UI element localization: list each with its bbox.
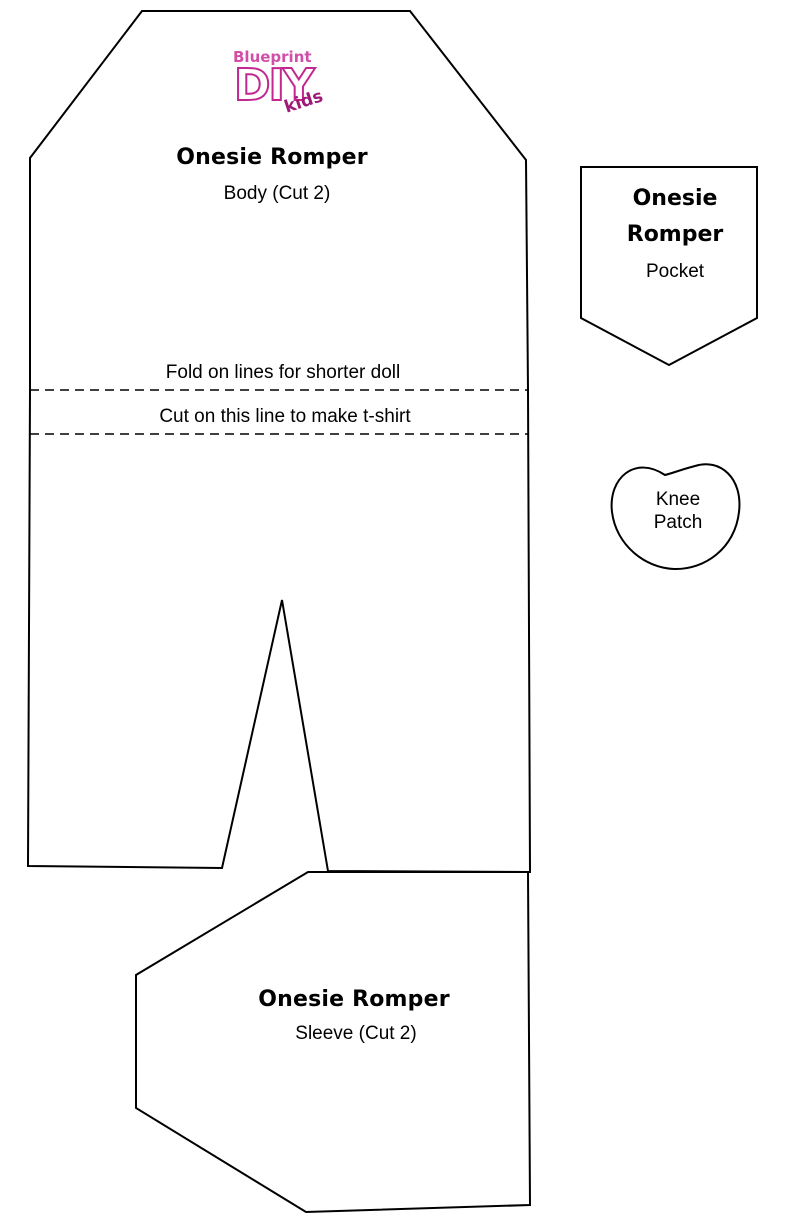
pocket-title: Onesie Romper bbox=[626, 186, 724, 247]
pocket-subtitle: Pocket bbox=[645, 261, 705, 282]
cut-instruction: Cut on this line to make t-shirt bbox=[159, 406, 411, 427]
logo-diy-text: DIY bbox=[233, 59, 316, 112]
knee-patch-label-line2: Patch bbox=[653, 512, 703, 533]
body-piece-subtitle: Body (Cut 2) bbox=[223, 183, 331, 204]
pocket-outline bbox=[580, 166, 758, 367]
sleeve-outline bbox=[135, 871, 532, 1214]
sleeve-piece-title: Onesie Romper bbox=[258, 987, 450, 1012]
body-piece-outline bbox=[26, 10, 532, 874]
knee-patch-label-line1: Knee bbox=[655, 489, 701, 510]
knee-patch-outline bbox=[610, 463, 741, 571]
logo-blueprint-text: Blueprint bbox=[233, 48, 312, 66]
body-piece-title: Onesie Romper bbox=[176, 145, 368, 170]
fold-instruction: Fold on lines for shorter doll bbox=[165, 362, 401, 383]
sleeve-piece-subtitle: Sleeve (Cut 2) bbox=[295, 1023, 417, 1044]
